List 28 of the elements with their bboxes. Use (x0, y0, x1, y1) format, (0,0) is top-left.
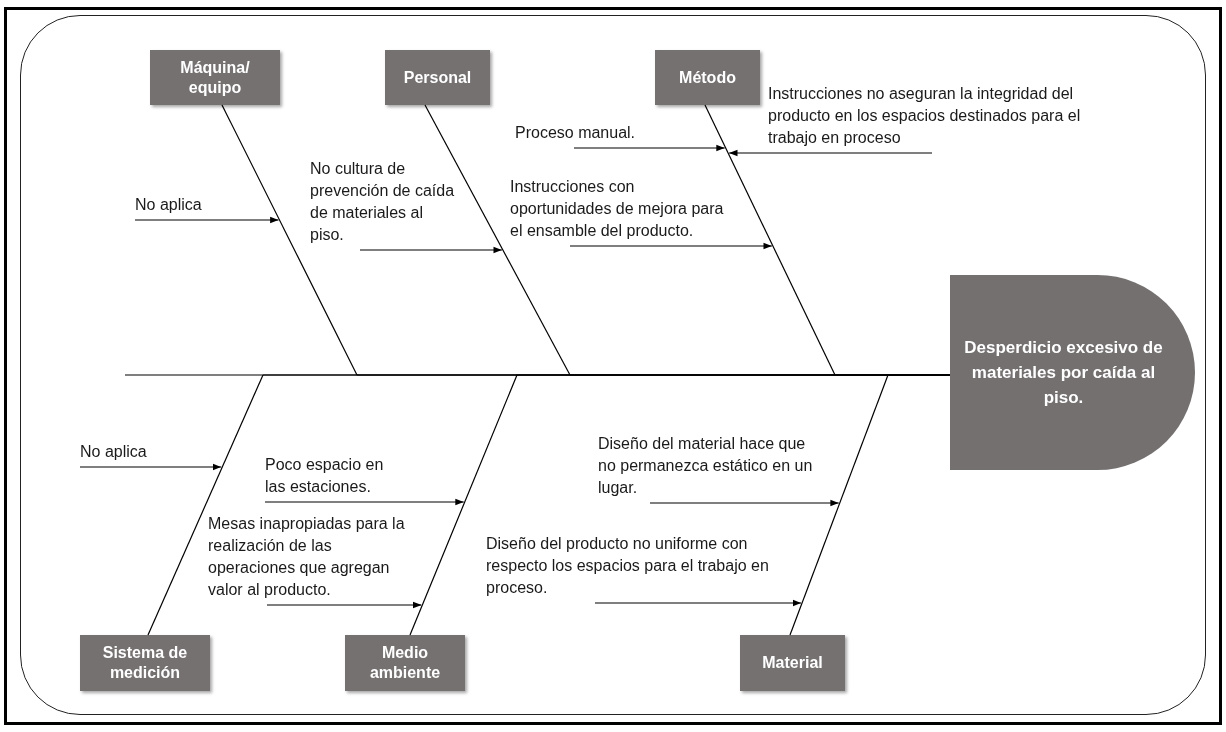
category-box: Medio ambiente (345, 635, 465, 691)
arrow (569, 242, 773, 250)
spine-segment (887, 374, 951, 376)
arrow (728, 149, 933, 157)
arrow (79, 463, 222, 471)
cause-text: Instrucciones no aseguran la integridad del producto en los espacios destinados para el trabajo en proceso (768, 83, 1096, 153)
category-box: Material (740, 635, 845, 691)
cause-text: Diseño del material hace que no permanezca estático en un lugar. (598, 433, 824, 503)
arrow (359, 246, 503, 254)
cause-text: No cultura de prevención de caída de materiales al piso. (310, 158, 460, 250)
cause-text: Proceso manual. (515, 122, 665, 148)
arrow (573, 144, 726, 152)
category-box: Personal (385, 50, 490, 105)
arrow (649, 499, 840, 507)
category-box: Máquina/ equipo (150, 50, 280, 105)
arrow (594, 599, 802, 607)
arrow (134, 216, 280, 224)
category-box: Sistema de medición (80, 635, 210, 691)
cause-text: Instrucciones con oportunidades de mejora para el ensamble del producto. (510, 176, 732, 246)
cause-text: No aplica (135, 194, 205, 220)
cause-text: Poco espacio en las estaciones. (265, 454, 385, 502)
problem-head: Desperdicio excesivo de materiales por caída al piso. (950, 275, 1195, 470)
category-box: Método (655, 50, 760, 105)
cause-text: Mesas inapropiadas para la realización de las operaciones que agregan valor al producto. (208, 513, 408, 605)
arrow (266, 601, 422, 609)
arrow (264, 498, 465, 506)
cause-text: Diseño del producto no uniforme con respecto los espacios para el trabajo en proceso. (486, 533, 784, 603)
cause-text: No aplica (80, 441, 150, 467)
